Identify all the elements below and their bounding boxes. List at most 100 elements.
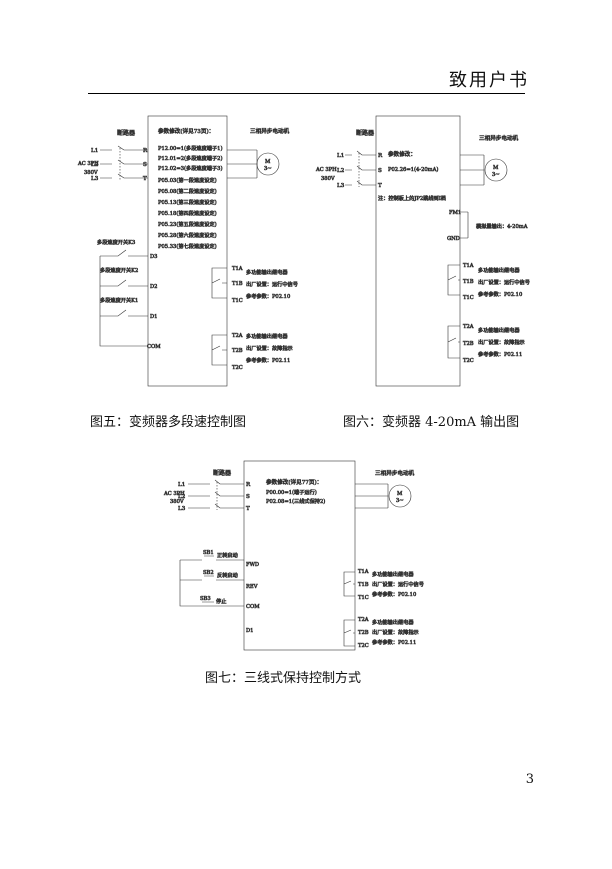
fig6-relay2-contacts — [447, 325, 460, 359]
fig6-motor-m: M — [493, 165, 499, 171]
fig5-input-d1: D1 — [150, 314, 157, 320]
fig5-motor-3ph: 3~ — [264, 166, 272, 172]
fig7-relay2-line: 多功能输出继电器 — [372, 618, 414, 626]
fig5-motor-symbol — [256, 152, 280, 176]
fig7-relay2-line: 参考参数：P02.11 — [372, 638, 416, 646]
fig7-line-l3: L3 — [178, 506, 186, 512]
fig5-power-lines — [100, 145, 148, 179]
fig5-switch-k1: 多段速度开关K1 — [100, 296, 138, 304]
fig7-relay1-t1c: T1C — [358, 595, 369, 601]
fig6-ac-label: AC 3PH — [315, 167, 337, 173]
fig5-param: P05.28(第六段速度设定) — [158, 231, 217, 239]
fig5-param: P05.03(第一段速度设定) — [158, 176, 217, 184]
fig7-motor-3ph: 3~ — [396, 498, 404, 504]
fig7-sb2-label: 反转启动 — [217, 571, 238, 579]
fig5-param: P05.13(第三段速度设定) — [158, 198, 217, 206]
fig7-sb2-id: SB2 — [203, 570, 214, 576]
fig5-input-d2: D2 — [150, 284, 157, 290]
fig6-relay2-line: 多功能输出继电器 — [478, 326, 520, 334]
fig7-motor-m: M — [397, 491, 403, 497]
fig6-inverter-box — [375, 115, 461, 387]
fig6-param-title: 参数修改： — [388, 150, 416, 158]
fig5-switch-k2: 多段速度开关K2 — [100, 266, 138, 274]
fig5-relay1-contacts — [211, 267, 227, 299]
fig7-relay2-t2c: T2C — [358, 643, 369, 649]
fig6-note: 注：控制板上的JP2跳线到I档 — [378, 194, 446, 202]
fig6-relay1-line: 出厂设置：运行中信号 — [478, 278, 530, 286]
fig6-line-l1: L1 — [337, 153, 344, 159]
fig5-input-d3: D3 — [150, 254, 157, 260]
fig6-relay2-line: 出厂设置：故障指示 — [478, 338, 525, 346]
fig7-voltage: 380V — [170, 499, 184, 505]
fig6-line-l2: L2 — [337, 168, 345, 174]
fig6-relay1-line: 多功能输出继电器 — [478, 266, 520, 274]
fig6-motor-3ph: 3~ — [492, 172, 500, 178]
figure-7: 断路器 L1 L2 L3 AC 3PH 380V R S T 参数修改(详见77… — [163, 460, 424, 651]
fig5-input-com: COM — [147, 344, 161, 350]
fig6-relay1-line: 参考参数：P02.10 — [478, 290, 522, 298]
page-header-title: 致用户书 — [449, 70, 529, 91]
fig7-phase-s: S — [246, 494, 250, 500]
fig5-motor-wires — [227, 149, 258, 179]
fig6-phase-r: R — [378, 153, 383, 159]
fig7-relay1-t1b: T1B — [358, 582, 369, 588]
fig5-relay1-line: 参考参数：P02.10 — [246, 292, 290, 300]
fig5-line-l2: L2 — [91, 162, 99, 168]
fig6-power-lines — [345, 150, 376, 186]
fig7-line-l1: L1 — [178, 482, 185, 488]
fig6-relay1-contacts — [447, 264, 460, 296]
fig7-param: P00.00=1(端子运行) — [266, 488, 317, 496]
fig7-input-d1: D1 — [246, 628, 253, 634]
fig7-relay2-line: 出厂设置：故障指示 — [372, 628, 419, 636]
fig6-motor-wires — [460, 154, 485, 186]
fig5-relay2-line: 参考参数：P02.11 — [246, 356, 290, 364]
fig7-relay2-t2b: T2B — [358, 630, 369, 636]
fig7-breaker-label: 断路器 — [213, 469, 231, 477]
fig5-motor-m: M — [265, 159, 271, 165]
fig6-gnd-label: GND — [447, 236, 460, 242]
fig7-sb3-id: SB3 — [200, 596, 211, 602]
fig7-relay1-t1a: T1A — [358, 569, 369, 575]
fig5-line-l1: L1 — [91, 148, 98, 154]
fig5-relay2-contacts — [211, 334, 227, 366]
fig6-motor-symbol — [484, 158, 508, 182]
figure-6-caption: 图六：变频器 4-20mA 输出图 — [343, 415, 520, 430]
fig7-input-com: COM — [246, 604, 260, 610]
fig5-switch-k3: 多段速度开关K3 — [97, 238, 135, 246]
fig5-relay2-t2a: T2A — [232, 333, 243, 339]
figure-5-caption: 图五：变频器多段速控制图 — [90, 415, 247, 430]
fig7-relay1-contacts — [343, 571, 355, 597]
fig7-param: P02.08=1(三线式保持2) — [266, 497, 325, 505]
fig6-breaker-label: 断路器 — [356, 129, 374, 137]
fig5-relay1-line: 出厂设置：运行中信号 — [246, 280, 298, 288]
figure-6: 断路器 L1 L2 L3 AC 3PH 380V R S T 参数修改： P02… — [315, 115, 530, 387]
fig5-phase-s: S — [143, 162, 147, 168]
fig5-relay2-line: 多功能输出继电器 — [246, 332, 288, 340]
figure-5: 断路器 L1 L2 L3 AC 3PH 380V R S T 参数修改(详见73… — [77, 115, 298, 387]
fig5-phase-t: T — [143, 176, 147, 182]
fig5-param: P05.08(第二段速度设定) — [158, 187, 217, 195]
fig5-line-l3: L3 — [91, 176, 99, 182]
fig7-relay1-line: 参考参数：P02.10 — [372, 590, 416, 598]
fig5-voltage: 380V — [84, 170, 98, 176]
fig7-sb1-label: 正转启动 — [217, 551, 238, 559]
fig5-phase-r: R — [143, 148, 148, 154]
fig6-relay1-t1a: T1A — [463, 263, 474, 269]
fig5-relay2-line: 出厂设置：故障指示 — [246, 344, 293, 352]
fig6-analog-output: 模拟量输出：4-20mA — [476, 222, 528, 230]
fig6-analog-wires — [460, 211, 469, 239]
fig5-ac-label: AC 3PH — [77, 161, 99, 167]
fig6-relay1-t1c: T1C — [463, 295, 474, 301]
fig6-relay2-t2b: T2B — [463, 341, 474, 347]
fig7-relay1-line: 出厂设置：运行中信号 — [372, 580, 424, 588]
fig7-phase-r: R — [246, 482, 251, 488]
fig7-input-fwd: FWD — [246, 562, 259, 568]
fig7-motor-wires — [355, 483, 389, 509]
fig6-param: P02.26=1(4-20mA) — [388, 166, 438, 173]
fig5-param-title: 参数修改(详见73页)： — [158, 127, 214, 135]
fig5-relay1-t1a: T1A — [232, 266, 243, 272]
fig5-param: P12.02=3(多段速度端子3) — [158, 164, 222, 172]
fig5-relay2-t2b: T2B — [232, 348, 243, 354]
fig6-relay2-line: 参考参数：P02.11 — [478, 350, 522, 358]
fig7-power-lines — [188, 479, 244, 509]
